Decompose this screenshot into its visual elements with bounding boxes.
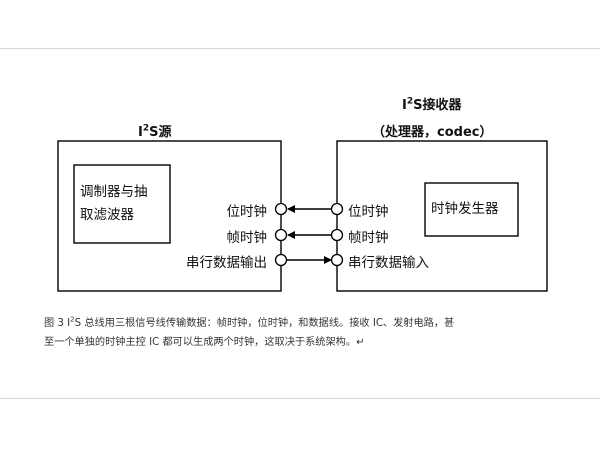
source-inner-box-line2: 取滤波器	[80, 207, 134, 223]
source-port-serial-data	[274, 253, 288, 267]
source-port-bit-clock	[274, 202, 288, 216]
source-signal-frame-clock: 帧时钟	[226, 230, 268, 246]
source-signal-bit-clock: 位时钟	[226, 204, 268, 220]
top-rule	[0, 48, 600, 49]
receiver-inner-box	[424, 182, 519, 237]
source-inner-box-line1: 调制器与抽	[80, 184, 148, 200]
bottom-rule	[0, 398, 600, 399]
receiver-inner-box-label: 时钟发生器	[431, 201, 499, 217]
receiver-port-bit-clock	[330, 202, 344, 216]
receiver-port-frame-clock	[330, 228, 344, 242]
source-inner-box	[73, 164, 171, 244]
receiver-box	[336, 140, 548, 292]
source-title: I2S源	[138, 123, 172, 140]
figure-caption-line2: 至一个单独的时钟主控 IC 都可以生成两个时钟，这取决于系统架构。↵	[44, 337, 365, 348]
receiver-title: I2S接收器	[402, 96, 462, 113]
source-port-frame-clock	[274, 228, 288, 242]
receiver-signal-frame-clock: 帧时钟	[348, 230, 389, 246]
receiver-subtitle: （处理器，codec）	[372, 125, 493, 140]
receiver-signal-bit-clock: 位时钟	[348, 204, 389, 220]
figure-caption-line1: 图 3 I2S 总线用三根信号线传输数据：帧时钟，位时钟，和数据线。接收 IC、…	[44, 315, 455, 329]
source-box	[57, 140, 282, 292]
receiver-port-serial-data	[330, 253, 344, 267]
receiver-signal-serial-in: 串行数据输入	[348, 255, 429, 271]
source-signal-serial-out: 串行数据输出	[186, 255, 267, 271]
